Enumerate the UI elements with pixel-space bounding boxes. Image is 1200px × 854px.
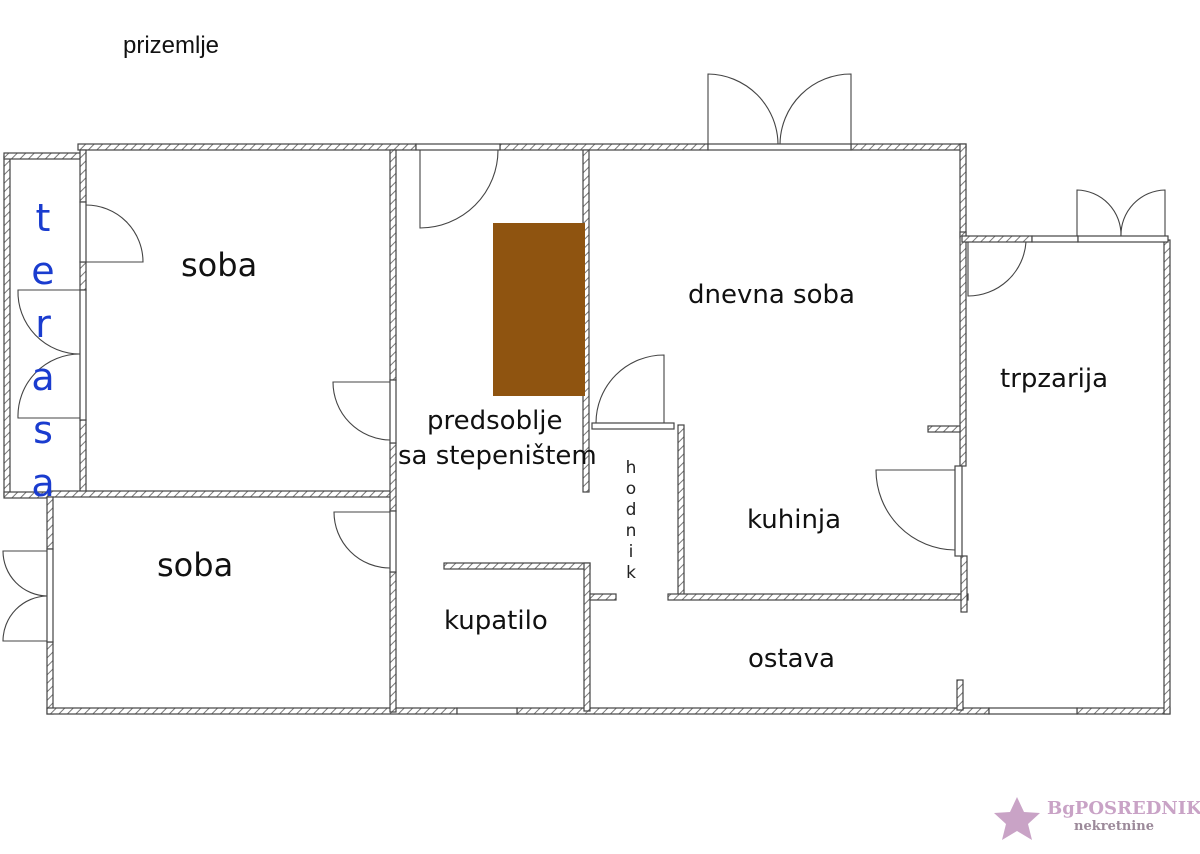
stairs-block — [493, 223, 585, 396]
room-label-trpzarija: trpzarija — [1000, 364, 1109, 394]
letter: e — [31, 249, 55, 293]
letter: o — [625, 479, 637, 499]
letter: n — [625, 521, 637, 541]
watermark-logo: BgPOSREDNIK nekretnine — [992, 795, 1200, 845]
logo-subtitle: nekretnine — [1074, 819, 1154, 834]
door-swings — [2, 73, 1166, 642]
logo-star-icon — [994, 797, 1040, 840]
letter: a — [31, 461, 55, 505]
room-label-soba-bottom: soba — [157, 546, 234, 584]
letter: a — [31, 355, 55, 399]
room-label-kupatilo: kupatilo — [444, 606, 548, 636]
openings — [46, 143, 1169, 715]
letter: d — [625, 500, 637, 520]
walls — [3, 143, 1171, 715]
letter: i — [628, 542, 634, 562]
room-label-ostava: ostava — [748, 644, 835, 674]
room-label-hodnik: h o d n i k — [624, 458, 638, 584]
room-label-soba-top: soba — [181, 246, 258, 284]
floor-title: prizemlje — [123, 32, 220, 59]
room-label-predsoblje: predsoblje — [427, 406, 563, 436]
letter: r — [35, 302, 51, 346]
room-label-dnevna-soba: dnevna soba — [688, 280, 855, 310]
letter: t — [35, 196, 51, 240]
room-label-predsoblje-line2: sa stepeništem — [398, 441, 597, 471]
letter: s — [33, 408, 53, 452]
room-label-kuhinja: kuhinja — [747, 505, 842, 535]
room-label-terasa: t e r a s a — [28, 192, 58, 510]
letter: k — [626, 563, 636, 583]
letter: h — [625, 458, 637, 478]
logo-brand: BgPOSREDNIK — [1047, 798, 1200, 819]
